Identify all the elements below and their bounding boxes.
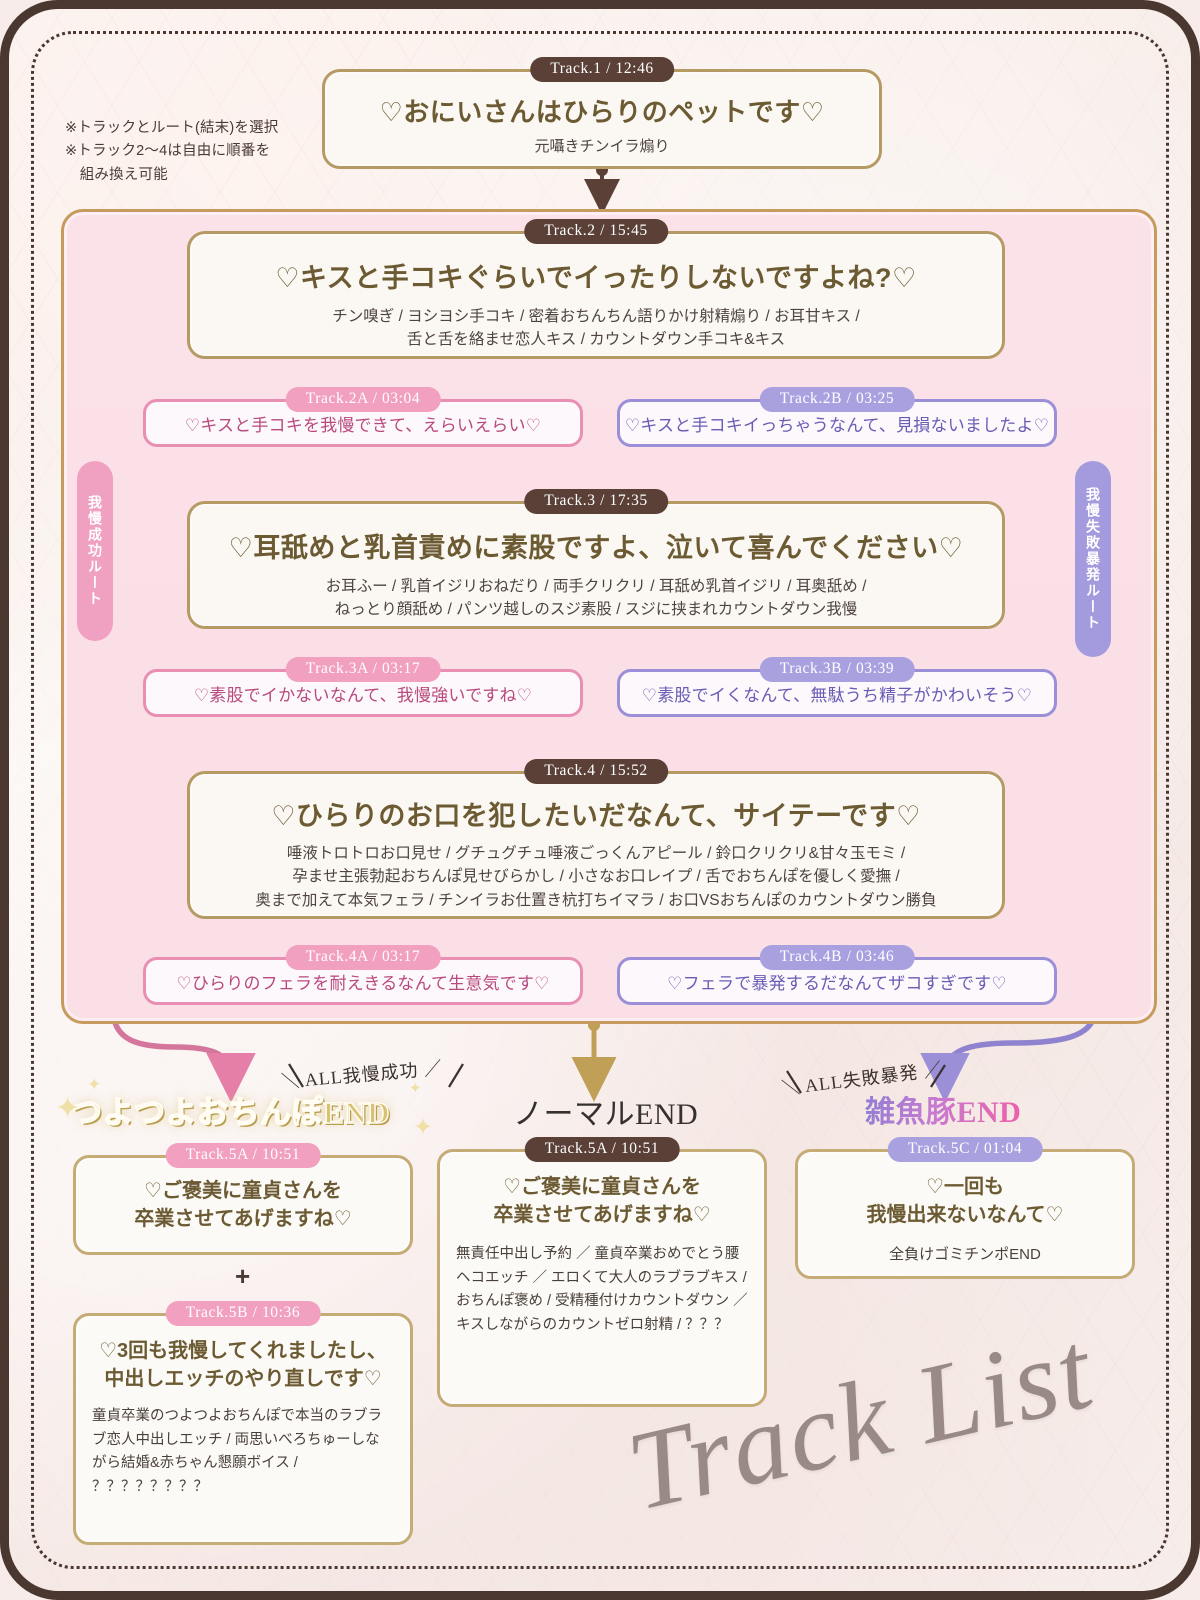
ending-joiner-plus: + bbox=[235, 1261, 251, 1291]
ending-body-5c: 全負けゴミチンポEND bbox=[889, 1246, 1041, 1264]
branch-card-3a[interactable]: Track.3A / 03:17 ♡素股でイかないなんて、我慢強いですね♡ bbox=[143, 657, 583, 717]
sparkle-icon: ✦ bbox=[413, 1114, 434, 1141]
track-subs-4: 唾液トロトロお口見せ / グチュグチュ唾液ごっくんアピール / 鈴口クリクリ&甘… bbox=[255, 845, 937, 909]
branch-card-4b[interactable]: Track.4B / 03:46 ♡フェラで暴発するだなんてザコすぎです♡ bbox=[617, 945, 1057, 1005]
branch-card-2a[interactable]: Track.2A / 03:04 ♡キスと手コキを我慢できて、えらいえらい♡ bbox=[143, 387, 583, 447]
ending-body-5a-normal: 無責任中出し予約 ／ 童貞卒業おめでとう腰ヘコエッチ ／ エロくて大人のラブラブ… bbox=[456, 1246, 748, 1333]
branch-card-3b[interactable]: Track.3B / 03:39 ♡素股でイくなんて、無駄うち精子がかわいそう♡ bbox=[617, 657, 1057, 717]
ending-title-5b-left: ♡3回も我慢してくれましたし、 中出しエッチのやり直しです♡ bbox=[99, 1340, 387, 1390]
ending-card-5c-zako[interactable]: Track.5C / 01:04 ♡一回も 我慢出来ないなんて♡ 全負けゴミチン… bbox=[795, 1137, 1135, 1279]
ending-title-5a-left: ♡ご褒美に童貞さんを 卒業させてあげますね♡ bbox=[134, 1180, 352, 1230]
route-label-failure: 我慢失敗暴発ルート bbox=[1075, 461, 1111, 657]
ending-badge-5b-left: Track.5B / 10:36 bbox=[165, 1301, 321, 1326]
track-subs-3: お耳ふー / 乳首イジリおねだり / 両手クリクリ / 耳舐め乳首イジリ / 耳… bbox=[325, 578, 867, 619]
track-card-1[interactable]: Track.1 / 12:46 ♡おにいさんはひらりのペットです♡ 元囁きチンイ… bbox=[322, 57, 882, 169]
branch-text-4a: ♡ひらりのフェラを耐えきるなんて生意気です♡ bbox=[176, 973, 550, 993]
ending-badge-5a-normal: Track.5A / 10:51 bbox=[524, 1137, 680, 1162]
ending-title-strong: つよつよおちんぽEND bbox=[70, 1094, 390, 1131]
track-title-2: ♡キスと手コキぐらいでイったりしないですよね?♡ bbox=[275, 263, 917, 293]
branch-text-4b: ♡フェラで暴発するだなんてザコすぎです♡ bbox=[667, 973, 1007, 993]
track-badge-2: Track.2 / 15:45 bbox=[524, 219, 668, 244]
branch-badge-3b: Track.3B / 03:39 bbox=[759, 657, 915, 682]
track-badge-4: Track.4 / 15:52 bbox=[524, 759, 668, 784]
branch-text-2b: ♡キスと手コキイっちゃうなんて、見損ないましたよ♡ bbox=[624, 415, 1050, 435]
track-badge-3: Track.3 / 17:35 bbox=[524, 489, 668, 514]
branch-badge-2a: Track.2A / 03:04 bbox=[285, 387, 441, 412]
track-title-1: ♡おにいさんはひらりのペットです♡ bbox=[379, 97, 825, 127]
ending-badge-5c: Track.5C / 01:04 bbox=[887, 1137, 1043, 1162]
track-card-3[interactable]: Track.3 / 17:35 ♡耳舐めと乳首責めに素股ですよ、泣いて喜んでくだ… bbox=[187, 489, 1005, 629]
track-title-4: ♡ひらりのお口を犯したいだなんて、サイテーです♡ bbox=[271, 801, 921, 831]
branch-badge-2b: Track.2B / 03:25 bbox=[759, 387, 915, 412]
ending-card-5a-normal[interactable]: Track.5A / 10:51 ♡ご褒美に童貞さんを 卒業させてあげますね♡ … bbox=[437, 1137, 767, 1407]
ending-card-5b-left[interactable]: Track.5B / 10:36 ♡3回も我慢してくれましたし、 中出しエッチの… bbox=[73, 1301, 413, 1545]
branch-text-3b: ♡素股でイくなんて、無駄うち精子がかわいそう♡ bbox=[641, 685, 1033, 705]
route-label-success: 我慢成功ルート bbox=[77, 461, 113, 641]
ending-title-zako: 雑魚豚END bbox=[865, 1087, 1021, 1131]
ending-badge-5a-left: Track.5A / 10:51 bbox=[165, 1143, 321, 1168]
branch-badge-3a: Track.3A / 03:17 bbox=[285, 657, 441, 682]
ending-body-5b-left: 童貞卒業のつよつよおちんぽで本当のラブラブ恋人中出しエッチ / 両思いべろちゅー… bbox=[92, 1408, 382, 1495]
track-subs-1: 元囁きチンイラ煽り bbox=[534, 138, 670, 155]
branch-badge-4a: Track.4A / 03:17 bbox=[285, 945, 441, 970]
branch-text-3a: ♡素股でイかないなんて、我慢強いですね♡ bbox=[193, 685, 533, 705]
track-card-2[interactable]: Track.2 / 15:45 ♡キスと手コキぐらいでイったりしないですよね?♡… bbox=[187, 219, 1005, 359]
ending-title-5c: ♡一回も 我慢出来ないなんて♡ bbox=[866, 1176, 1064, 1226]
ending-title-5a-normal: ♡ご褒美に童貞さんを 卒業させてあげますね♡ bbox=[493, 1176, 711, 1226]
track-subs-2: チン嗅ぎ / ヨシヨシ手コキ / 密着おちんちん語りかけ射精煽り / お耳甘キス… bbox=[332, 308, 860, 349]
branch-card-2b[interactable]: Track.2B / 03:25 ♡キスと手コキイっちゃうなんて、見損ないました… bbox=[617, 387, 1057, 447]
track-title-3: ♡耳舐めと乳首責めに素股ですよ、泣いて喜んでください♡ bbox=[228, 533, 964, 563]
instruction-notes: ※トラックとルート(結末)を選択 ※トラック2〜4は自由に順番を 組み換え可能 bbox=[65, 120, 279, 183]
branch-card-4a[interactable]: Track.4A / 03:17 ♡ひらりのフェラを耐えきるなんて生意気です♡ bbox=[143, 945, 583, 1005]
track-card-4[interactable]: Track.4 / 15:52 ♡ひらりのお口を犯したいだなんて、サイテーです♡… bbox=[187, 759, 1005, 919]
ending-title-normal: ノーマルEND bbox=[513, 1098, 699, 1131]
ending-card-5a-left[interactable]: Track.5A / 10:51 ♡ご褒美に童貞さんを 卒業させてあげますね♡ bbox=[73, 1143, 413, 1255]
branch-text-2a: ♡キスと手コキを我慢できて、えらいえらい♡ bbox=[184, 415, 542, 435]
track-badge-1: Track.1 / 12:46 bbox=[530, 57, 674, 82]
branch-badge-4b: Track.4B / 03:46 bbox=[759, 945, 915, 970]
